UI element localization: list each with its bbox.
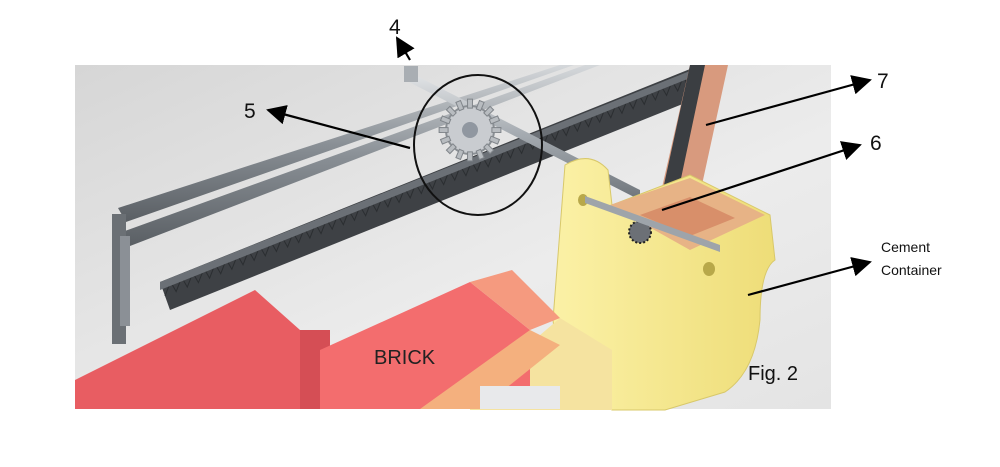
leader-arrows <box>266 36 872 297</box>
arrow-5 <box>266 105 411 150</box>
toothed-rack <box>160 65 705 310</box>
gear-tooth <box>466 151 474 162</box>
brick-group <box>75 270 560 409</box>
label-brick: BRICK <box>374 347 436 369</box>
gear-tooth <box>439 135 452 145</box>
gear-tooth <box>466 98 474 109</box>
cement-container-body <box>552 158 776 411</box>
gear-tooth <box>475 148 485 161</box>
label-part-6: 6 <box>870 132 882 155</box>
label-cement-line2: Container <box>881 262 942 278</box>
label-part-5: 5 <box>244 100 256 123</box>
spur-gear <box>438 98 502 162</box>
gear-highlight-circle <box>413 74 543 216</box>
arrow-cement <box>747 257 872 297</box>
gear-tooth <box>491 126 502 134</box>
label-cement-line1: Cement <box>881 239 930 255</box>
gear-tooth <box>475 99 485 112</box>
label-part-4: 4 <box>389 16 401 39</box>
gear-tooth <box>439 115 452 125</box>
gear-tooth <box>488 115 501 125</box>
gear-tooth <box>438 126 449 134</box>
gear-tooth <box>445 143 457 155</box>
label-part-7: 7 <box>877 70 889 93</box>
figure-caption: Fig. 2 <box>748 363 798 385</box>
gear-tooth <box>455 99 465 112</box>
gear-tooth <box>488 135 501 145</box>
gear-tooth <box>483 143 495 155</box>
arrow-6 <box>661 141 862 212</box>
arrow-4 <box>395 36 415 61</box>
gear-tooth <box>455 148 465 161</box>
arrow-7 <box>705 75 872 127</box>
gear-tooth <box>483 105 495 117</box>
gear-tooth <box>445 105 457 117</box>
